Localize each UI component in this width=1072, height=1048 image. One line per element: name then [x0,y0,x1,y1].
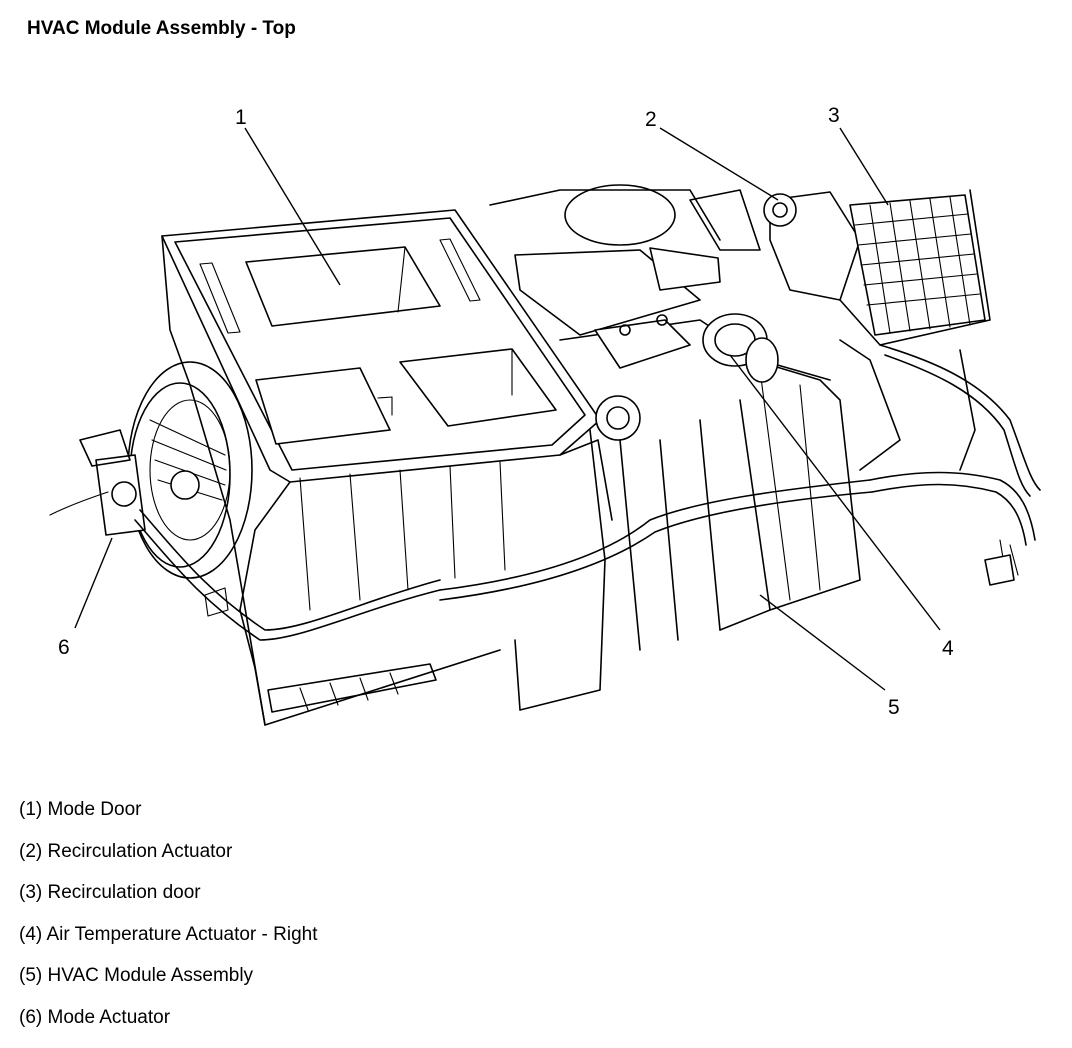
legend-item-recirculation-door: (3) Recirculation door [19,882,201,904]
recirculation-assembly [689,189,991,471]
leader-2 [659,127,779,201]
leader-lines [74,127,941,691]
callout-2: 2 [645,108,657,131]
callout-5: 5 [888,696,900,719]
leader-1 [244,127,341,286]
hvac-center-section [439,184,873,711]
callout-4: 4 [942,637,954,660]
callout-3: 3 [828,104,840,127]
legend-item-mode-actuator: (6) Mode Actuator [19,1006,171,1028]
mode-door-housing [161,209,613,726]
leader-5 [759,594,886,691]
diagram-title: HVAC Module Assembly - Top [27,18,296,39]
legend-item-recirculation-actuator: (2) Recirculation Actuator [19,840,233,862]
leader-4 [729,354,941,631]
callout-6: 6 [58,636,70,659]
leader-3 [839,127,889,206]
legend-item-mode-door: (1) Mode Door [19,799,142,820]
leader-6 [74,537,113,629]
legend-list: (1) Mode Door (2) Recirculation Actuator… [19,798,318,1048]
mode-actuator-assembly [49,361,441,641]
legend-item-hvac-module-assembly: (5) HVAC Module Assembly [19,965,254,987]
legend-item-air-temperature-actuator: (4) Air Temperature Actuator - Right [19,923,318,945]
callout-1: 1 [235,106,247,129]
hvac-module-illustration: 1 2 3 4 5 6 [49,104,1041,726]
wiring-harness [869,344,1041,586]
